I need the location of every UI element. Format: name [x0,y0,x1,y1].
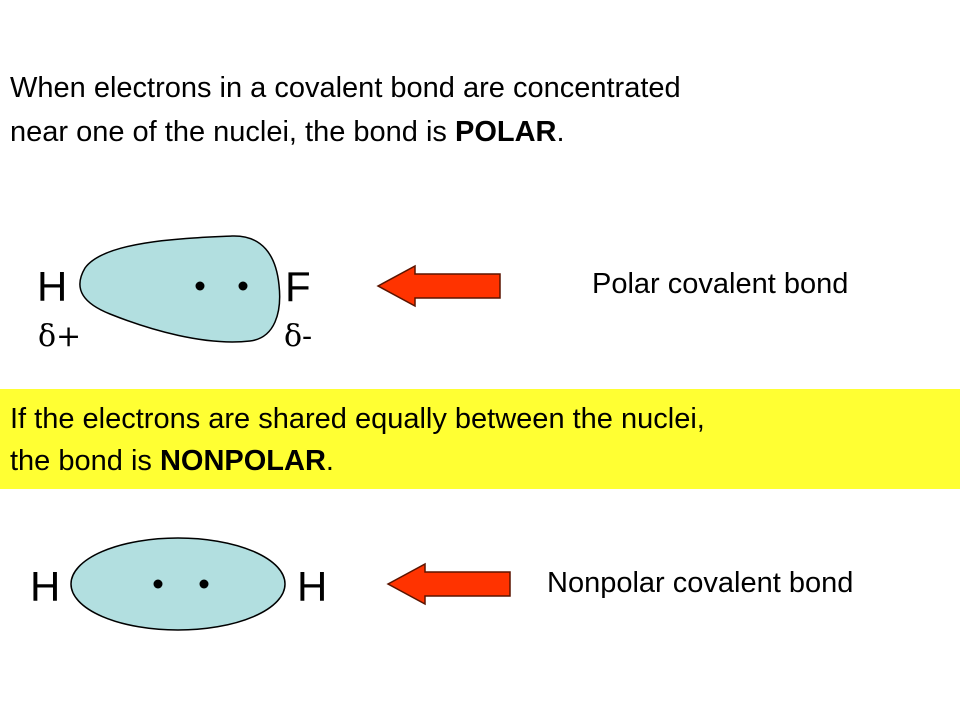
polar-partial-positive-charge: δ+ [38,319,82,354]
nonpolar-electron-2 [199,579,209,589]
polar-arrow-icon [376,264,501,308]
polar-atom-hydrogen: H [37,263,68,310]
nonpolar-atom-hydrogen-left: H [30,563,61,610]
polar-keyword: POLAR [454,116,557,148]
nonpolar-definition-line1: If the electrons are shared equally betw… [10,403,705,435]
polar-definition-line1: When electrons in a covalent bond are co… [10,72,681,104]
polar-partial-negative-charge: δ- [284,319,313,354]
polar-bond-caption: Polar covalent bond [592,268,849,300]
polar-definition-line2-prefix: near one of the nuclei, the bond is [10,116,455,148]
polar-definition-text: When electrons in a covalent bond are co… [10,66,910,154]
nonpolar-keyword: NONPOLAR [159,445,326,477]
nonpolar-bond-caption: Nonpolar covalent bond [547,567,854,599]
nonpolar-definition-line2-suffix: . [325,445,334,477]
polar-definition-line2-suffix: . [556,116,565,148]
polar-atom-fluorine: F [285,263,311,310]
polar-electron-1 [195,281,205,291]
polar-electron-cloud [79,235,281,343]
nonpolar-definition-line2-prefix: the bond is [10,445,160,477]
nonpolar-electron-cloud [70,537,286,631]
nonpolar-atom-hydrogen-right: H [297,563,328,610]
nonpolar-definition-text: If the electrons are shared equally betw… [10,398,950,482]
polar-electron-2 [238,281,248,291]
nonpolar-arrow-icon [386,562,511,606]
nonpolar-electron-1 [153,579,163,589]
nonpolar-definition-highlight [0,389,960,489]
